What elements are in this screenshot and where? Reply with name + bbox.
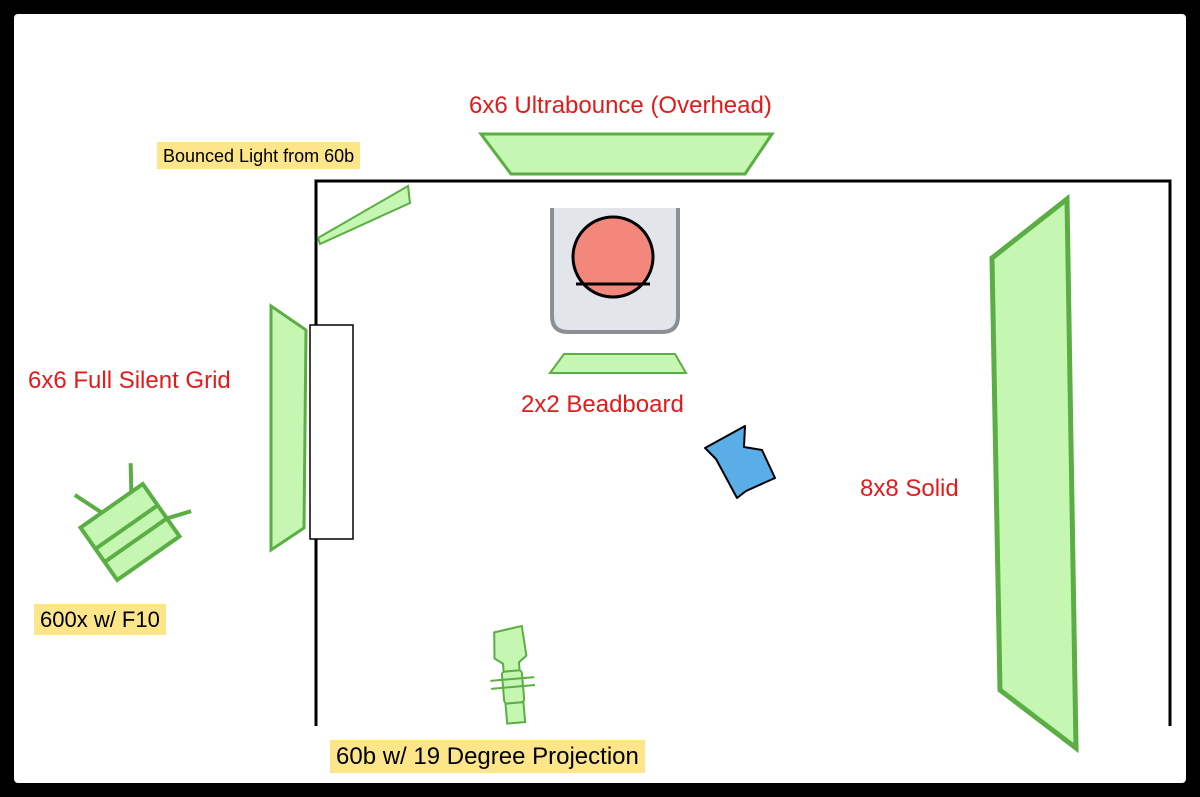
light-600x-tag: 600x w/ F10 <box>34 604 166 635</box>
diffusion-panel <box>309 324 354 540</box>
diagram-drawing <box>73 132 1172 754</box>
bounced-light-tag: Bounced Light from 60b <box>157 142 361 169</box>
light-600x-icon <box>73 463 192 583</box>
silent-grid-frame <box>269 303 308 553</box>
solid-flag <box>989 193 1079 754</box>
bounce-card <box>316 184 412 246</box>
solid-label: 8x8 Solid <box>860 475 959 502</box>
beadboard-panel <box>548 353 688 374</box>
lighting-diagram: 6x6 Ultrabounce (Overhead) 6x6 Full Sile… <box>14 14 1186 783</box>
beadboard-label: 2x2 Beadboard <box>521 391 684 418</box>
ultrabounce-panel <box>478 132 775 176</box>
light-60b-icon <box>490 624 536 725</box>
ultrabounce-label: 6x6 Ultrabounce (Overhead) <box>469 92 772 119</box>
light-60b-tag: 60b w/ 19 Degree Projection <box>330 740 645 773</box>
subject <box>571 215 655 299</box>
silent-grid-label: 6x6 Full Silent Grid <box>28 367 231 394</box>
camera-icon <box>704 425 776 499</box>
